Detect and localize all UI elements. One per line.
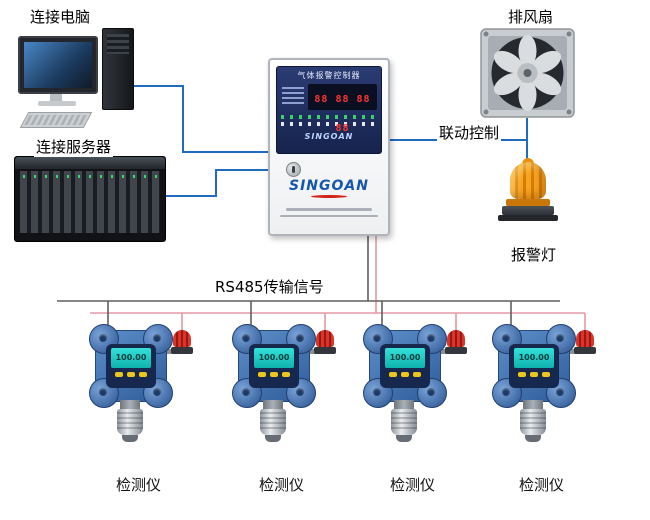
detector-bolt [89, 324, 119, 354]
detector-display-bezel: 100.00 [106, 344, 156, 388]
detector-sensor-cylinder [117, 409, 143, 435]
label-linkage-control: 联动控制 [437, 122, 502, 143]
alarm-light-dome [510, 162, 546, 199]
gas-detector-1: 100.00 检测仪 [81, 318, 196, 508]
server-leds [23, 175, 157, 178]
computer-screen [24, 42, 92, 88]
gas-detector-4: 100.00 检测仪 [484, 318, 599, 508]
label-rs485: RS485传输信号 [213, 276, 326, 297]
detector-body: 100.00 [232, 324, 316, 408]
line-server-to-controller [160, 169, 268, 197]
server-rack [14, 156, 166, 242]
monitor-base [38, 101, 76, 106]
computer-keyboard [19, 112, 93, 128]
beacon-base [314, 347, 336, 354]
server-blades [20, 171, 160, 233]
detector-screen: 100.00 [111, 348, 151, 368]
detector-neck [523, 400, 543, 409]
detector-body: 100.00 [89, 324, 173, 408]
gas-detector-3: 100.00 检测仪 [355, 318, 470, 508]
label-fan: 排风扇 [506, 6, 556, 27]
detector-neck [263, 400, 283, 409]
detector-body: 100.00 [492, 324, 576, 408]
controller-indicator-row-1 [281, 115, 377, 119]
beacon-dome [173, 330, 191, 347]
computer-tower [102, 28, 134, 110]
controller-brand-small: SINGOAN [304, 132, 354, 141]
alarm-light-collar [506, 199, 550, 206]
beacon-dome [447, 330, 465, 347]
label-detector: 检测仪 [518, 476, 564, 494]
beacon-dome [576, 330, 594, 347]
detector-sensor-cylinder [260, 409, 286, 435]
label-server: 连接服务器 [34, 136, 114, 157]
detector-sensor-cylinder [520, 409, 546, 435]
exhaust-fan [480, 28, 575, 118]
detector-bolt [492, 378, 522, 408]
controller-keyhole [286, 162, 301, 177]
detector-screen: 100.00 [385, 348, 425, 368]
detector-display-bezel: 100.00 [509, 344, 559, 388]
beacon-base [574, 347, 596, 354]
beacon-pipe [305, 349, 317, 354]
detector-buttons [509, 372, 559, 377]
monitor-stand [50, 94, 62, 101]
detector-body: 100.00 [363, 324, 447, 408]
detector-display-bezel: 100.00 [380, 344, 430, 388]
gas-detector-2: 100.00 检测仪 [224, 318, 339, 508]
detector-buttons [380, 372, 430, 377]
detector-neck [120, 400, 140, 409]
alarm-light-cap [522, 158, 534, 165]
beacon-base [171, 347, 193, 354]
beacon-dome [316, 330, 334, 347]
line-computer-to-controller [118, 85, 268, 153]
detector-buttons [249, 372, 299, 377]
controller-brand-logo: SINGOAN [270, 178, 388, 198]
beacon-base [445, 347, 467, 354]
alarm-light-base-plate [498, 215, 558, 221]
controller-menu-text [281, 84, 305, 110]
beacon-pipe [565, 349, 577, 354]
detector-sensor-tip [122, 435, 138, 442]
label-alarm-light: 报警灯 [509, 244, 559, 265]
controller-company-text-line [280, 215, 378, 217]
controller-indicator-row-2 [281, 122, 377, 126]
detector-beacon [436, 330, 467, 370]
fan-blades [493, 35, 562, 111]
detector-beacon [565, 330, 596, 370]
controller-display-panel: 气体报警控制器 88 88 88 88 SINGOAN [276, 66, 382, 154]
alarm-light-base [502, 206, 554, 215]
detector-sensor-tip [396, 435, 412, 442]
label-detector: 检测仪 [258, 476, 304, 494]
detector-screen: 100.00 [254, 348, 294, 368]
controller-led-display: 88 88 88 88 [308, 84, 377, 134]
detector-buttons [106, 372, 156, 377]
computer [18, 28, 143, 133]
computer-monitor [18, 36, 98, 94]
gas-alarm-controller: 气体报警控制器 88 88 88 88 SINGOAN SINGOAN [268, 58, 390, 236]
beacon-pipe [162, 349, 174, 354]
detector-neck [394, 400, 414, 409]
fan-corner-bolts [483, 31, 572, 115]
label-detector: 检测仪 [389, 476, 435, 494]
label-computer: 连接电脑 [28, 6, 93, 27]
detector-sensor-cylinder [391, 409, 417, 435]
controller-title: 气体报警控制器 [297, 71, 361, 80]
detector-beacon [305, 330, 336, 370]
detector-sensor-tip [265, 435, 281, 442]
detector-sensor-tip [525, 435, 541, 442]
beacon-pipe [436, 349, 448, 354]
detector-beacon [162, 330, 193, 370]
server-top-deck [15, 157, 165, 169]
fan-hub-bolt [523, 69, 532, 77]
alarm-light [492, 158, 564, 238]
controller-digits: 88 88 88 88 [314, 94, 371, 134]
detector-display-bezel: 100.00 [249, 344, 299, 388]
controller-company-text-line [286, 208, 372, 211]
label-detector: 检测仪 [115, 476, 161, 494]
detector-screen: 100.00 [514, 348, 554, 368]
detector-bolt [286, 324, 316, 354]
